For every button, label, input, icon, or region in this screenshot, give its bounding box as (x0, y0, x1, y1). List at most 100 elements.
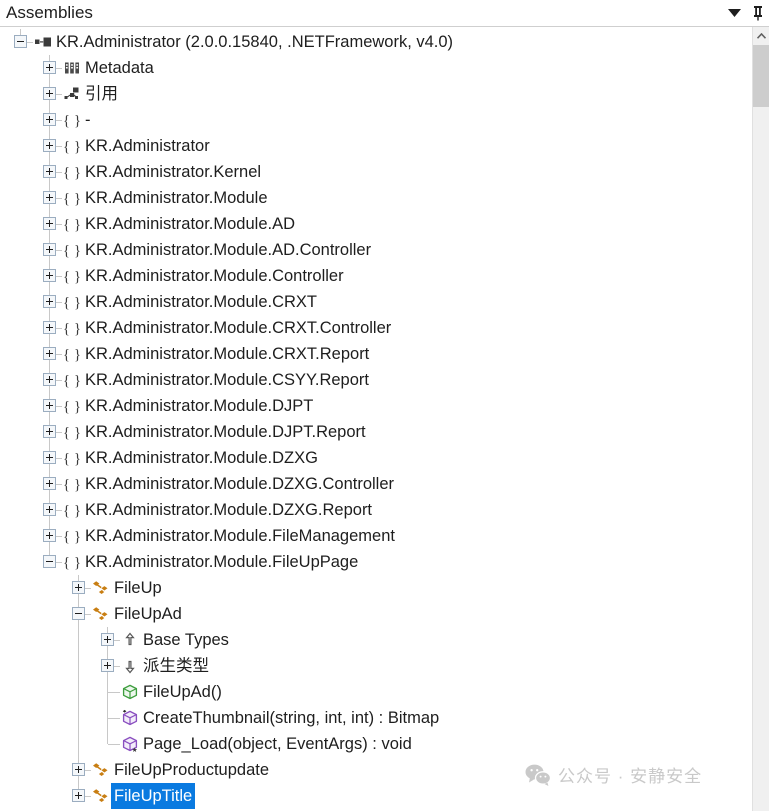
expand-toggle-icon[interactable] (43, 399, 56, 412)
tree-node-label[interactable]: KR.Administrator.Module.CRXT (85, 293, 317, 311)
collapse-toggle-icon[interactable] (72, 607, 85, 620)
namespace-icon: { } (63, 449, 81, 467)
expand-toggle-icon[interactable] (43, 373, 56, 386)
tree-node[interactable]: KR.Administrator (2.0.0.15840, .NETFrame… (0, 29, 752, 55)
expand-toggle-icon[interactable] (43, 113, 56, 126)
tree-node-label[interactable]: KR.Administrator (85, 137, 210, 155)
tree-node[interactable]: { }KR.Administrator.Module.DZXG.Controll… (0, 471, 752, 497)
tree-node-label[interactable]: KR.Administrator.Kernel (85, 163, 262, 181)
tree-node-label[interactable]: KR.Administrator (2.0.0.15840, .NETFrame… (56, 33, 454, 51)
expand-toggle-icon[interactable] (43, 451, 56, 464)
tree-node[interactable]: FileUp (0, 575, 752, 601)
expand-toggle-icon[interactable] (43, 61, 56, 74)
tree-viewport[interactable]: KR.Administrator (2.0.0.15840, .NETFrame… (0, 27, 752, 811)
tree-node-label[interactable]: KR.Administrator.Module.CRXT.Controller (85, 319, 392, 337)
svg-text:{ }: { } (63, 503, 81, 519)
tree-guide-line (78, 705, 79, 731)
expand-toggle-icon[interactable] (101, 659, 114, 672)
expand-toggle-icon[interactable] (43, 503, 56, 516)
tree-node-label[interactable]: KR.Administrator.Module.CSYY.Report (85, 371, 369, 389)
expand-toggle-icon[interactable] (101, 633, 114, 646)
tree-node[interactable]: Base Types (0, 627, 752, 653)
collapse-toggle-icon[interactable] (43, 555, 56, 568)
expand-toggle-icon[interactable] (43, 191, 56, 204)
collapse-toggle-icon[interactable] (14, 35, 27, 48)
chevron-down-icon[interactable] (724, 3, 744, 23)
expand-toggle-icon[interactable] (43, 139, 56, 152)
tree-node[interactable]: { }KR.Administrator.Module.CRXT (0, 289, 752, 315)
tree-node[interactable]: { }KR.Administrator.Module.FileManagemen… (0, 523, 752, 549)
tree-node-label[interactable]: Metadata (85, 59, 154, 77)
tree-node-label[interactable]: CreateThumbnail(string, int, int) : Bitm… (143, 709, 440, 727)
tree-guide-stub (108, 718, 120, 719)
tree-node-label[interactable]: 派生类型 (143, 657, 209, 675)
tree-guide-line (78, 627, 79, 653)
tree-node[interactable]: { }KR.Administrator.Module.DJPT.Report (0, 419, 752, 445)
scroll-up-arrow-icon[interactable] (753, 27, 769, 44)
expand-toggle-icon[interactable] (43, 295, 56, 308)
tree-node[interactable]: Page_Load(object, EventArgs) : void (0, 731, 752, 757)
tree-node[interactable]: { }KR.Administrator.Module.AD.Controller (0, 237, 752, 263)
tree-node[interactable]: { }KR.Administrator (0, 133, 752, 159)
tree-node[interactable]: 派生类型 (0, 653, 752, 679)
scrollbar-thumb[interactable] (753, 45, 769, 107)
tree-node-label[interactable]: KR.Administrator.Module.DZXG.Controller (85, 475, 395, 493)
tree-node[interactable]: { }KR.Administrator.Module.FileUpPage (0, 549, 752, 575)
tree-node[interactable]: { }- (0, 107, 752, 133)
expand-toggle-icon[interactable] (72, 789, 85, 802)
tree-node-label[interactable]: KR.Administrator.Module.Controller (85, 267, 344, 285)
svg-text:{ }: { } (63, 113, 81, 129)
tree-node-label[interactable]: KR.Administrator.Module.DZXG (85, 449, 318, 467)
expand-toggle-icon[interactable] (43, 477, 56, 490)
tree-node-label[interactable]: KR.Administrator.Module.FileManagement (85, 527, 395, 545)
expand-toggle-icon[interactable] (43, 425, 56, 438)
tree-node[interactable]: 引用 (0, 81, 752, 107)
tree-node[interactable]: CreateThumbnail(string, int, int) : Bitm… (0, 705, 752, 731)
tree-node-label[interactable]: KR.Administrator.Module (85, 189, 268, 207)
tree-node[interactable]: FileUpTitle (0, 783, 752, 809)
expand-toggle-icon[interactable] (72, 763, 85, 776)
tree-node[interactable]: FileUpAd (0, 601, 752, 627)
tree-node-label[interactable]: KR.Administrator.Module.DJPT.Report (85, 423, 366, 441)
tree-node-label[interactable]: FileUpAd() (143, 683, 222, 701)
expand-toggle-icon[interactable] (72, 581, 85, 594)
tree-node-label[interactable]: KR.Administrator.Module.DZXG.Report (85, 501, 373, 519)
tree-node-label[interactable]: FileUpTitle (111, 783, 196, 809)
tree-node-label[interactable]: 引用 (85, 85, 118, 103)
tree-node-label[interactable]: Page_Load(object, EventArgs) : void (143, 735, 412, 753)
expand-toggle-icon[interactable] (43, 347, 56, 360)
tree-node[interactable]: { }KR.Administrator.Module.DZXG.Report (0, 497, 752, 523)
tree-node[interactable]: Metadata (0, 55, 752, 81)
tree-node-label[interactable]: KR.Administrator.Module.DJPT (85, 397, 314, 415)
tree-node[interactable]: { }KR.Administrator.Module.Controller (0, 263, 752, 289)
tree-node-label[interactable]: - (85, 111, 91, 129)
vertical-scrollbar[interactable] (752, 27, 769, 811)
tree-node[interactable]: { }KR.Administrator.Module.AD (0, 211, 752, 237)
tree-node[interactable]: { }KR.Administrator.Module.DZXG (0, 445, 752, 471)
tree-node-label[interactable]: FileUp (114, 579, 162, 597)
expand-toggle-icon[interactable] (43, 243, 56, 256)
tree-node-label[interactable]: FileUpProductupdate (114, 761, 270, 779)
tree-node-label[interactable]: FileUpAd (114, 605, 182, 623)
pin-icon[interactable] (748, 3, 768, 23)
tree-node-label[interactable]: Base Types (143, 631, 229, 649)
tree-node[interactable]: { }KR.Administrator.Module.DJPT (0, 393, 752, 419)
tree-node-label[interactable]: KR.Administrator.Module.CRXT.Report (85, 345, 370, 363)
expand-toggle-icon[interactable] (43, 87, 56, 100)
expand-toggle-icon[interactable] (43, 269, 56, 282)
tree-node[interactable]: { }KR.Administrator.Module.CSYY.Report (0, 367, 752, 393)
tree-node[interactable]: { }KR.Administrator.Module.CRXT.Report (0, 341, 752, 367)
tree-node[interactable]: { }KR.Administrator.Module (0, 185, 752, 211)
tree-node-label[interactable]: KR.Administrator.Module.FileUpPage (85, 553, 359, 571)
tree-node-label[interactable]: KR.Administrator.Module.AD.Controller (85, 241, 372, 259)
tree-node[interactable]: { }KR.Administrator.Kernel (0, 159, 752, 185)
tree-node[interactable]: FileUpProductupdate (0, 757, 752, 783)
expand-toggle-icon[interactable] (43, 321, 56, 334)
svg-text:{ }: { } (63, 451, 81, 467)
tree-node-label[interactable]: KR.Administrator.Module.AD (85, 215, 295, 233)
expand-toggle-icon[interactable] (43, 217, 56, 230)
tree-node[interactable]: FileUpAd() (0, 679, 752, 705)
expand-toggle-icon[interactable] (43, 529, 56, 542)
expand-toggle-icon[interactable] (43, 165, 56, 178)
tree-node[interactable]: { }KR.Administrator.Module.CRXT.Controll… (0, 315, 752, 341)
